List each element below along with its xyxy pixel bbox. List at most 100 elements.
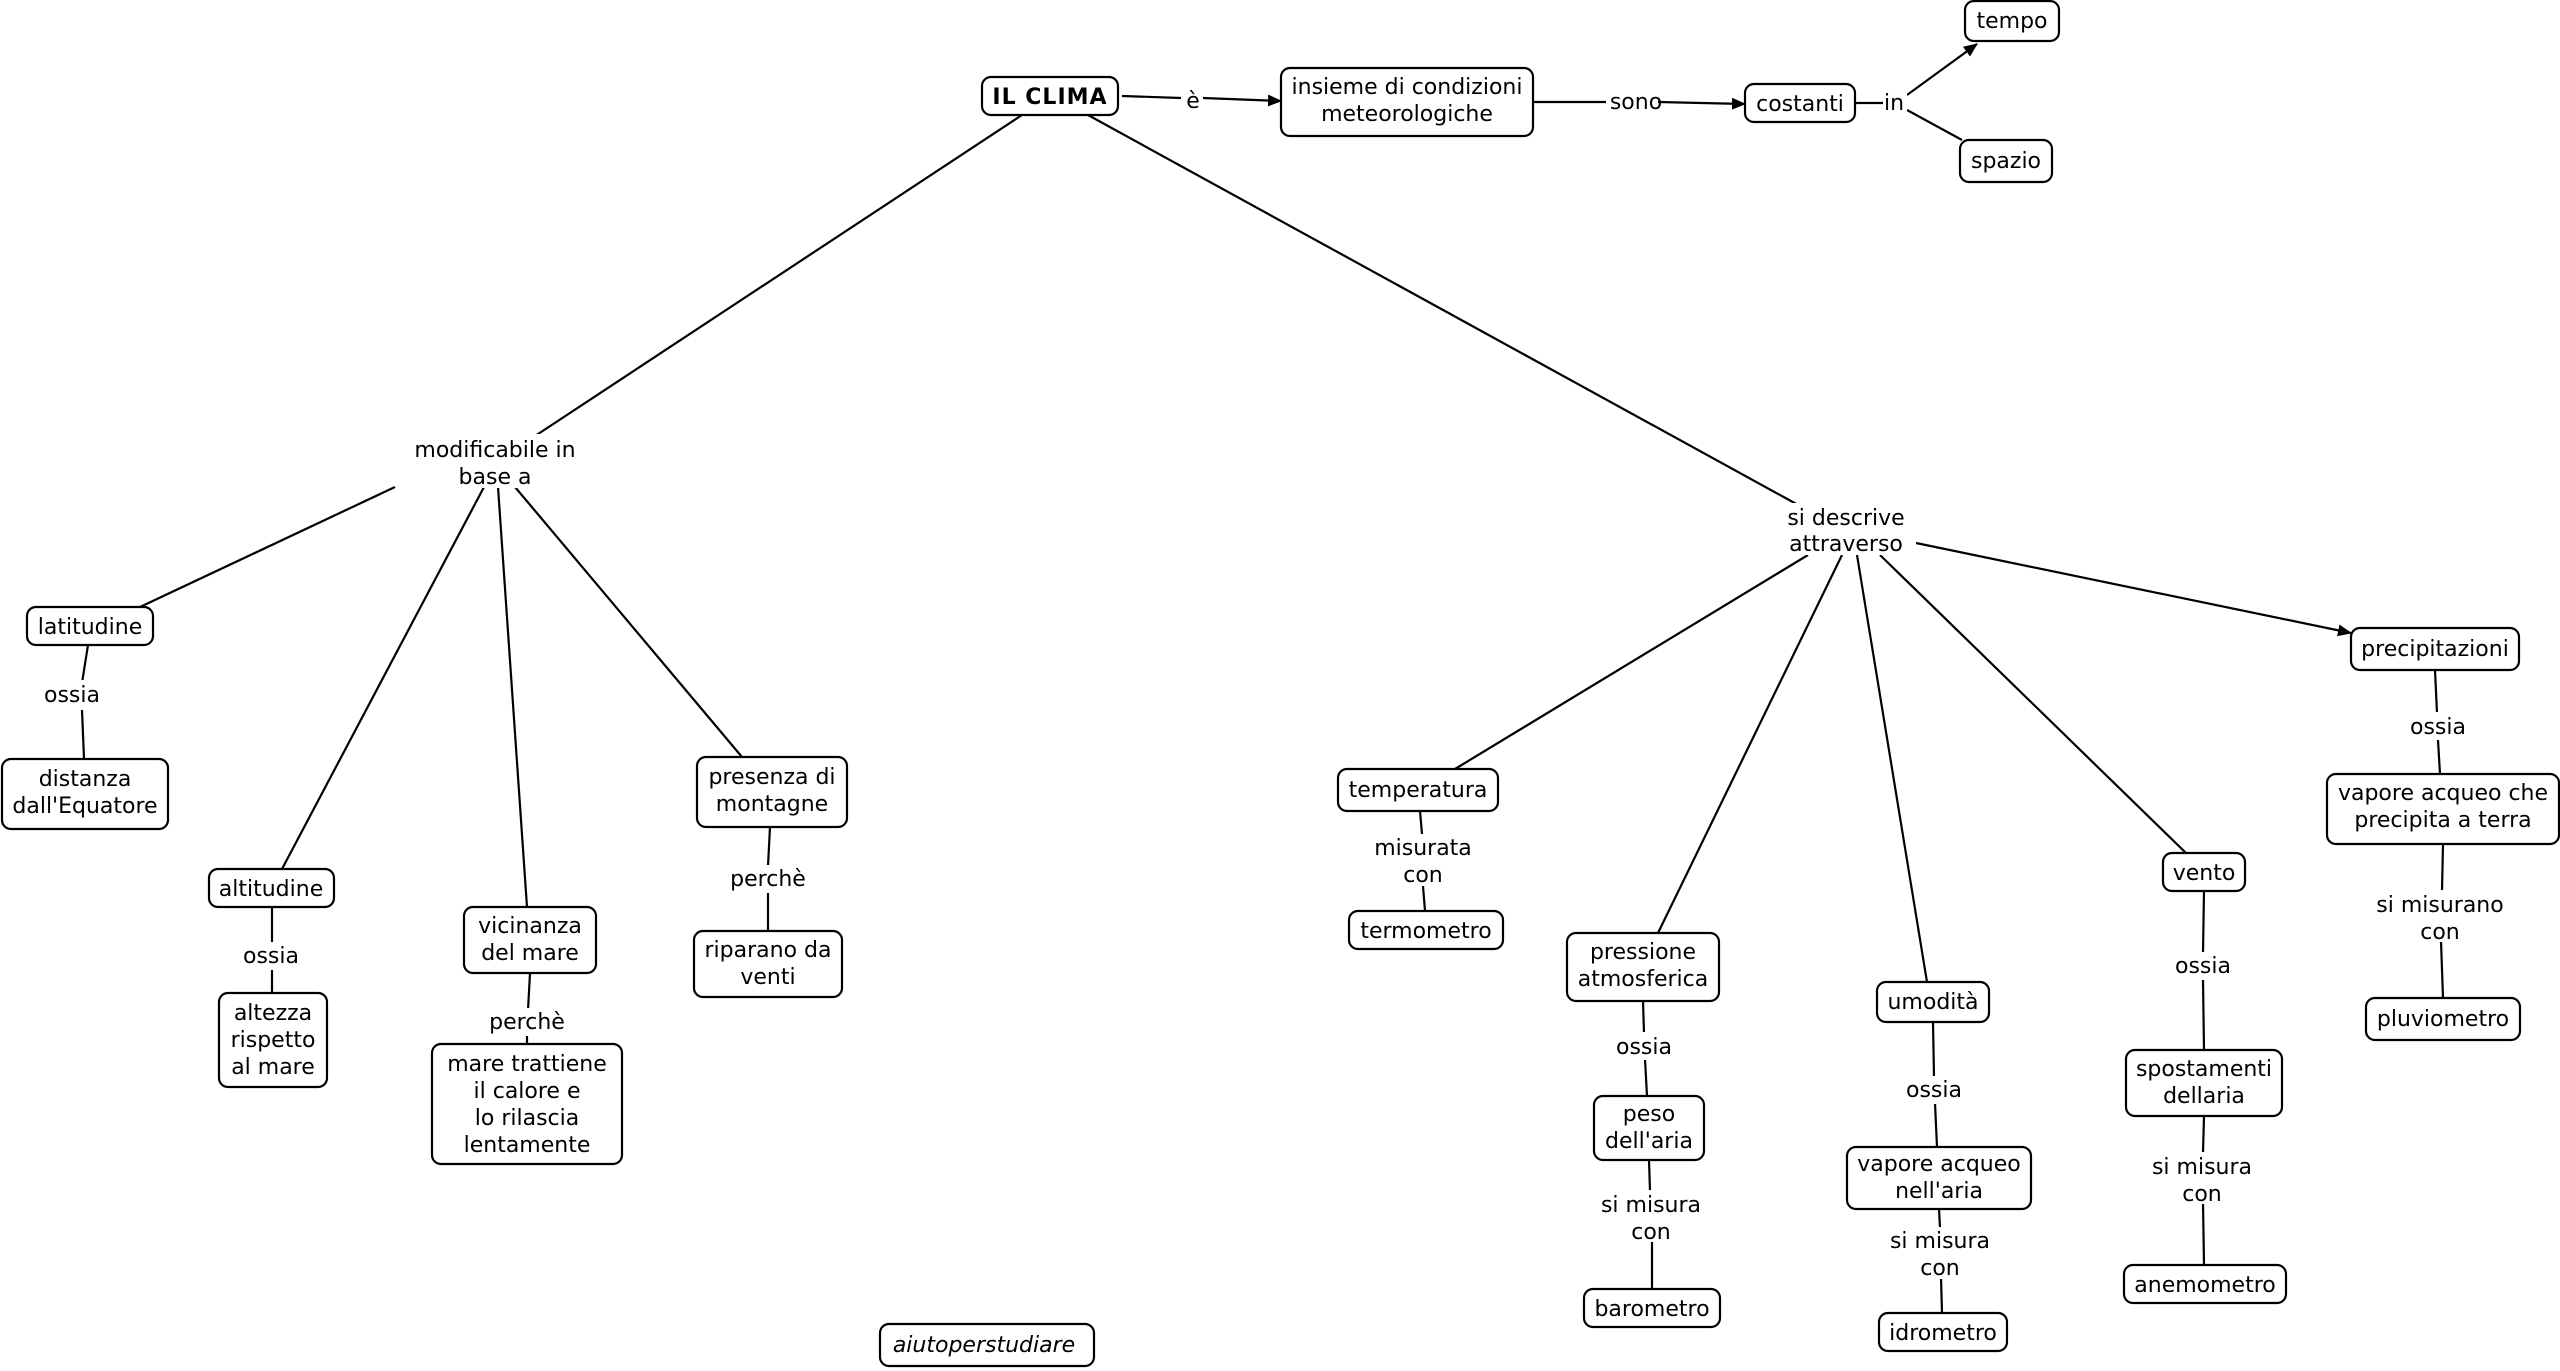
svg-text:si misurano: si misurano	[2376, 893, 2503, 918]
connector-line	[1939, 1276, 1944, 1314]
concept-mare-trattiene-calore[interactable]: mare trattiene il calore e lo rilascia l…	[430, 1042, 624, 1166]
connector-line	[2439, 940, 2445, 999]
connector-line	[1931, 1021, 1936, 1078]
svg-text:sono: sono	[1610, 90, 1662, 115]
connector-line	[1202, 94, 1282, 107]
link-si-misura-peso: si misura con	[1596, 1190, 1708, 1245]
connector-line	[2201, 978, 2206, 1051]
connector-line	[2433, 669, 2439, 714]
connector-line	[281, 486, 485, 870]
svg-text:peso: peso	[1623, 1102, 1675, 1127]
concept-altezza-mare[interactable]: altezza rispetto al mare	[217, 991, 329, 1089]
concept-pluviometro[interactable]: pluviometro	[2364, 996, 2522, 1042]
svg-text:si descrive: si descrive	[1787, 506, 1904, 531]
concept-costanti[interactable]: costanti	[1743, 82, 1857, 124]
concept-vapore-acqueo-terra[interactable]: vapore acqueo che precipita a terra	[2325, 772, 2560, 846]
svg-text:con: con	[2182, 1182, 2222, 1207]
concept-insieme-condizioni[interactable]: insieme di condizioni meteorologiche	[1279, 66, 1535, 138]
connector-line	[1906, 43, 1978, 96]
connector-line	[2440, 843, 2445, 892]
concept-vento[interactable]: vento	[2161, 851, 2247, 893]
link-modificabile: modificabile in base a	[410, 434, 580, 490]
connector-line	[80, 709, 86, 760]
concept-temperatura[interactable]: temperatura	[1336, 767, 1500, 813]
svg-text:modificabile in: modificabile in	[414, 438, 575, 463]
concept-presenza-montagne[interactable]: presenza di montagne	[695, 755, 849, 829]
concept-il-clima[interactable]: IL CLIMA	[980, 75, 1120, 117]
svg-text:al mare: al mare	[231, 1055, 315, 1080]
concept-umodita[interactable]: umodità	[1875, 980, 1991, 1024]
svg-text:attraverso: attraverso	[1789, 532, 1903, 557]
connector-line	[2201, 890, 2206, 954]
concept-latitudine[interactable]: latitudine	[25, 605, 155, 647]
svg-text:distanza: distanza	[39, 767, 132, 792]
link-misurata-con: misurata con	[1368, 834, 1478, 888]
connector-line	[139, 486, 396, 608]
concept-precipitazioni[interactable]: precipitazioni	[2349, 626, 2521, 672]
svg-text:vapore acqueo: vapore acqueo	[1857, 1152, 2021, 1177]
svg-text:spazio: spazio	[1971, 149, 2041, 174]
connector-line	[1643, 1058, 1649, 1097]
svg-text:lo rilascia: lo rilascia	[475, 1106, 579, 1131]
svg-text:con: con	[1631, 1220, 1671, 1245]
concept-idrometro[interactable]: idrometro	[1877, 1311, 2009, 1353]
svg-text:IL CLIMA: IL CLIMA	[992, 85, 1107, 110]
svg-text:spostamenti: spostamenti	[2136, 1057, 2272, 1082]
concept-spostamenti-aria[interactable]: spostamenti dellaria	[2124, 1048, 2284, 1118]
concept-peso-aria[interactable]: peso dell'aria	[1592, 1094, 1706, 1162]
connector-line	[496, 486, 529, 908]
svg-text:anemometro: anemometro	[2134, 1273, 2275, 1298]
concept-tempo[interactable]: tempo	[1963, 0, 2061, 43]
connector-line	[1087, 114, 1801, 507]
svg-text:aiutoperstudiare: aiutoperstudiare	[893, 1333, 1075, 1358]
concept-barometro[interactable]: barometro	[1582, 1287, 1722, 1329]
concept-riparano-venti[interactable]: riparano da venti	[692, 929, 844, 999]
connector-line	[1641, 1000, 1646, 1034]
concept-distanza-equatore[interactable]: distanza dall'Equatore	[0, 757, 170, 831]
connector-line	[514, 486, 743, 758]
connector-line	[2436, 739, 2442, 775]
svg-text:dall'Equatore: dall'Equatore	[12, 794, 157, 819]
connector-line	[531, 114, 1023, 439]
concept-vicinanza-mare[interactable]: vicinanza del mare	[462, 905, 598, 975]
svg-text:atmosferica: atmosferica	[1578, 967, 1708, 992]
svg-text:con: con	[1920, 1256, 1960, 1281]
link-e: è	[1181, 86, 1203, 114]
concept-termometro[interactable]: termometro	[1347, 909, 1505, 951]
concept-spazio[interactable]: spazio	[1958, 138, 2054, 184]
svg-text:montagne: montagne	[716, 792, 828, 817]
svg-text:rispetto: rispetto	[231, 1028, 316, 1053]
concept-anemometro[interactable]: anemometro	[2122, 1263, 2288, 1305]
svg-text:ossia: ossia	[243, 944, 299, 969]
concept-altitudine[interactable]: altitudine	[207, 867, 336, 909]
connector-line	[1915, 541, 2352, 637]
svg-text:altezza: altezza	[234, 1001, 312, 1026]
concept-vapore-acqueo-aria[interactable]: vapore acqueo nell'aria	[1845, 1145, 2033, 1211]
connector-line	[1657, 97, 1746, 110]
svg-text:perchè: perchè	[730, 867, 806, 892]
connector-line	[1454, 554, 1809, 770]
link-perche-vicinanza: perchè	[488, 1008, 566, 1036]
connector-line	[1418, 810, 1424, 835]
svg-text:nell'aria: nell'aria	[1895, 1179, 1983, 1204]
svg-text:idrometro: idrometro	[1889, 1321, 1997, 1346]
connector-line	[526, 972, 532, 1011]
connector-line	[1647, 1159, 1652, 1192]
svg-text:dell'aria: dell'aria	[1605, 1129, 1693, 1154]
connector-lines	[80, 43, 2445, 1314]
link-descrive: si descrive attraverso	[1776, 503, 1916, 557]
svg-text:altitudine: altitudine	[219, 877, 323, 902]
svg-text:vento: vento	[2173, 861, 2236, 886]
svg-text:termometro: termometro	[1360, 919, 1491, 944]
connector-line	[766, 826, 772, 867]
svg-text:vapore acqueo che: vapore acqueo che	[2338, 781, 2548, 806]
svg-text:ossia: ossia	[1616, 1035, 1672, 1060]
connector-line	[1906, 109, 1963, 141]
link-sono: sono	[1606, 87, 1662, 115]
link-ossia-pressione: ossia	[1614, 1032, 1674, 1060]
connector-line	[1937, 1208, 1942, 1229]
link-in: in	[1883, 90, 1907, 116]
link-si-misura-spostamenti: si misura con	[2146, 1152, 2258, 1207]
concept-pressione-atmosferica[interactable]: pressione atmosferica	[1565, 931, 1721, 1003]
